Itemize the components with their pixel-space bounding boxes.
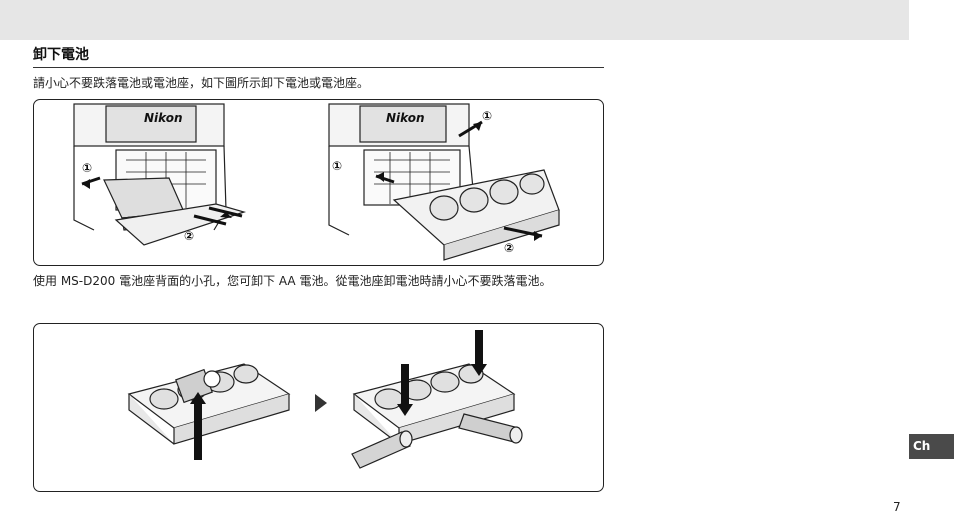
body-paragraph: 使用 MS-D200 電池座背面的小孔，您可卸下 AA 電池。從電池座卸電池時請… [33, 274, 552, 288]
holder-inserting-battery-illustration [351, 363, 523, 469]
battery-removal-illustration: Nikon ① ② Nikon ① ① ② [73, 103, 560, 261]
step2-label: ② [184, 229, 194, 243]
next-step-icon [315, 394, 327, 412]
push-arrow-icon [401, 364, 409, 406]
step1-label: ① [482, 109, 492, 123]
push-arrow-icon [194, 402, 202, 460]
chapter-tab: Ch [909, 434, 954, 459]
brand-label: Nikon [386, 111, 425, 125]
arrow-icon [376, 172, 384, 182]
aa-battery-illustration [127, 330, 523, 469]
aa-battery-icon [458, 413, 523, 444]
step1-label: ① [332, 159, 342, 173]
push-arrow-icon [475, 330, 483, 366]
section-title: 卸下電池 [33, 47, 89, 63]
page-number: 7 [893, 500, 901, 514]
camera-with-holder-illustration [328, 103, 560, 261]
arrow-icon [473, 122, 482, 131]
arrow-up-icon [190, 392, 206, 404]
aa-battery-icon [351, 430, 413, 469]
arrow-icon [534, 231, 542, 241]
holder-removing-battery-illustration [127, 363, 291, 445]
arrow-icon [220, 212, 232, 218]
title-divider [33, 67, 604, 68]
arrow-down-icon [397, 404, 413, 416]
arrow-down-icon [471, 364, 487, 376]
camera-with-battery-illustration [73, 103, 247, 246]
arrow-icon [82, 179, 90, 189]
intro-paragraph: 請小心不要跌落電池或電池座，如下圖所示卸下電池或電池座。 [33, 76, 370, 90]
step2-label: ② [504, 241, 514, 255]
step1-label: ① [82, 161, 92, 175]
battery-removal-figure: Nikon ① ② Nikon ① ① ② [33, 99, 604, 266]
aa-battery-figure [33, 323, 604, 492]
header-bar [0, 0, 909, 40]
brand-label: Nikon [144, 111, 183, 125]
